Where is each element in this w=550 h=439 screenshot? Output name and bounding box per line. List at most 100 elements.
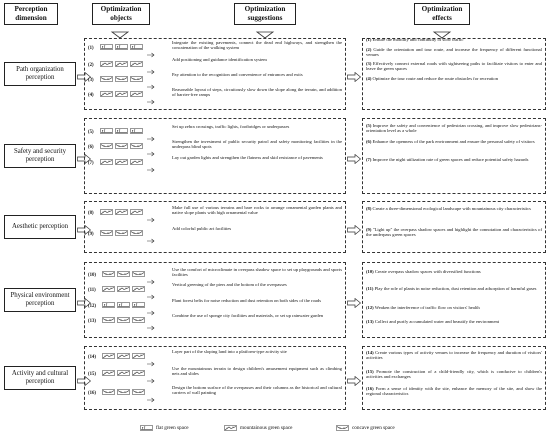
effect-number: (6)	[366, 139, 372, 144]
object-number: (12)	[88, 304, 96, 309]
mountainous-green-space-icon	[224, 425, 237, 431]
effect-item: (14) Create various types of activity ve…	[366, 350, 542, 361]
effect-item: (6) Enhance the openness of the park env…	[366, 139, 542, 144]
suggestion-text: Add positioning and guidance identificat…	[172, 57, 267, 62]
concave-green-space-icon	[117, 389, 130, 395]
mountain-green-space-icon	[100, 91, 113, 97]
effect-text: Improve the night utilization rate of gr…	[372, 157, 529, 162]
flat-green-space-icon	[140, 425, 153, 431]
effect-item: (7) Improve the night utilization rate o…	[366, 157, 542, 162]
perception-dimension-box: Aesthetic perception	[4, 215, 76, 239]
effect-text: Create various types of activity venues …	[366, 350, 542, 361]
mountain-green-space-icon	[115, 209, 128, 215]
effect-text: Enhance the openness of the park environ…	[372, 139, 535, 144]
effect-item: (16) Form a sense of identity with the s…	[366, 386, 542, 397]
header-dimension-label: Perception dimension	[14, 5, 48, 22]
effect-item: (3) Effectively connect external roads w…	[366, 61, 542, 72]
mountain-green-space-icon	[130, 209, 143, 215]
mountain-green-space-icon	[115, 61, 128, 67]
concave-green-space-icon	[130, 76, 143, 82]
perception-dimension-box: Safety and security perception	[4, 144, 76, 168]
mountain-green-space-icon	[115, 91, 128, 97]
arrow-down-icon	[432, 26, 452, 39]
perception-dimension-box: Path organization perception	[4, 62, 76, 86]
suggestion-text: Integrate the existing pavements, connec…	[172, 40, 342, 51]
mountain-green-space-icon	[100, 209, 113, 215]
effects-group-box	[362, 262, 546, 338]
effect-item: (5) Improve the safety and convenience o…	[366, 123, 542, 134]
concave-green-space-icon	[130, 230, 143, 236]
arrow-small-icon	[147, 210, 155, 223]
arrow-small-icon	[147, 45, 155, 58]
suggestions-group-box	[84, 118, 346, 194]
flat-green-space-icon	[102, 302, 115, 308]
object-number: (14)	[88, 355, 96, 360]
header-effects-label: Optimization effects	[421, 5, 463, 22]
arrow-small-icon	[147, 371, 155, 384]
mountain-green-space-icon	[100, 61, 113, 67]
arrow-small-icon	[147, 303, 155, 316]
arrow-right-icon	[347, 295, 362, 309]
object-number: (13)	[88, 319, 96, 324]
suggestion-text: Layer part of the sloping land into a pl…	[172, 349, 287, 354]
flat-green-space-icon	[100, 128, 113, 134]
effect-number: (2)	[366, 47, 372, 52]
mountain-green-space-icon	[117, 286, 130, 292]
concave-green-space-icon	[102, 271, 115, 277]
effect-number: (5)	[366, 123, 372, 128]
suggestions-group-box	[84, 201, 346, 253]
effect-item: (9) "Light up" the overpass shadow space…	[366, 227, 542, 238]
object-number: (9)	[88, 232, 94, 237]
object-number: (1)	[88, 46, 94, 51]
concave-green-space-icon	[115, 76, 128, 82]
effect-text: "Light up" the overpass shadow spaces an…	[366, 227, 542, 238]
object-number: (10)	[88, 273, 96, 278]
arrow-right-icon	[347, 373, 362, 387]
header-objects: Optimization objects	[92, 3, 150, 25]
arrow-right-icon	[347, 222, 362, 236]
mountain-green-space-icon	[132, 370, 145, 376]
perception-dimension-label: Activity and cultural perception	[11, 369, 69, 385]
suggestion-text: Use the mountainous terrain to design ch…	[172, 366, 342, 377]
effect-number: (8)	[366, 206, 372, 211]
effect-text: Form a sense of identity with the site, …	[366, 386, 542, 397]
arrow-small-icon	[147, 272, 155, 285]
perception-dimension-label: Safety and security perception	[13, 147, 67, 163]
effect-text: Weaken the interference of traffic flow …	[374, 305, 480, 310]
suggestion-text: Vertical greening of the piers and the b…	[172, 282, 287, 287]
object-number: (5)	[88, 130, 94, 135]
suggestion-text: Lay out garden lights and strengthen the…	[172, 155, 323, 160]
effect-number: (7)	[366, 157, 372, 162]
flat-green-space-icon	[115, 128, 128, 134]
object-number: (4)	[88, 93, 94, 98]
concave-green-space-icon	[115, 230, 128, 236]
effect-number: (14)	[366, 350, 374, 355]
mountain-green-space-icon	[132, 286, 145, 292]
suggestion-text: Add colorful public art facilities	[172, 226, 232, 231]
suggestion-text: Plant forest belts for noise reduction a…	[172, 298, 322, 303]
arrow-down-icon	[255, 26, 275, 39]
mountain-green-space-icon	[102, 286, 115, 292]
flat-green-space-icon	[115, 44, 128, 50]
suggestions-group-box	[84, 38, 346, 110]
effects-group-box	[362, 346, 546, 410]
suggestion-text: Pay attention to the recognition and con…	[172, 72, 303, 77]
effect-number: (16)	[366, 386, 374, 391]
perception-dimension-label: Aesthetic perception	[11, 222, 69, 230]
effect-text: Play the role of plants in noise reducti…	[374, 286, 537, 291]
concave-green-space-icon	[132, 317, 145, 323]
effect-number: (1)	[366, 37, 372, 42]
concave-green-space-icon	[102, 317, 115, 323]
flat-green-space-icon	[132, 302, 145, 308]
mountain-green-space-icon	[115, 159, 128, 165]
mountain-green-space-icon	[130, 159, 143, 165]
legend-mountain-label: mountainous green space	[240, 425, 293, 431]
concave-green-space-icon	[132, 271, 145, 277]
concave-green-space-icon	[102, 389, 115, 395]
effect-text: Create a three-dimensional ecological la…	[372, 206, 531, 211]
arrow-down-icon	[110, 26, 130, 39]
effects-group-box	[362, 118, 546, 194]
effect-number: (12)	[366, 305, 374, 310]
effect-text: Promote the construction of a child-frie…	[366, 369, 542, 380]
arrow-small-icon	[147, 144, 155, 157]
